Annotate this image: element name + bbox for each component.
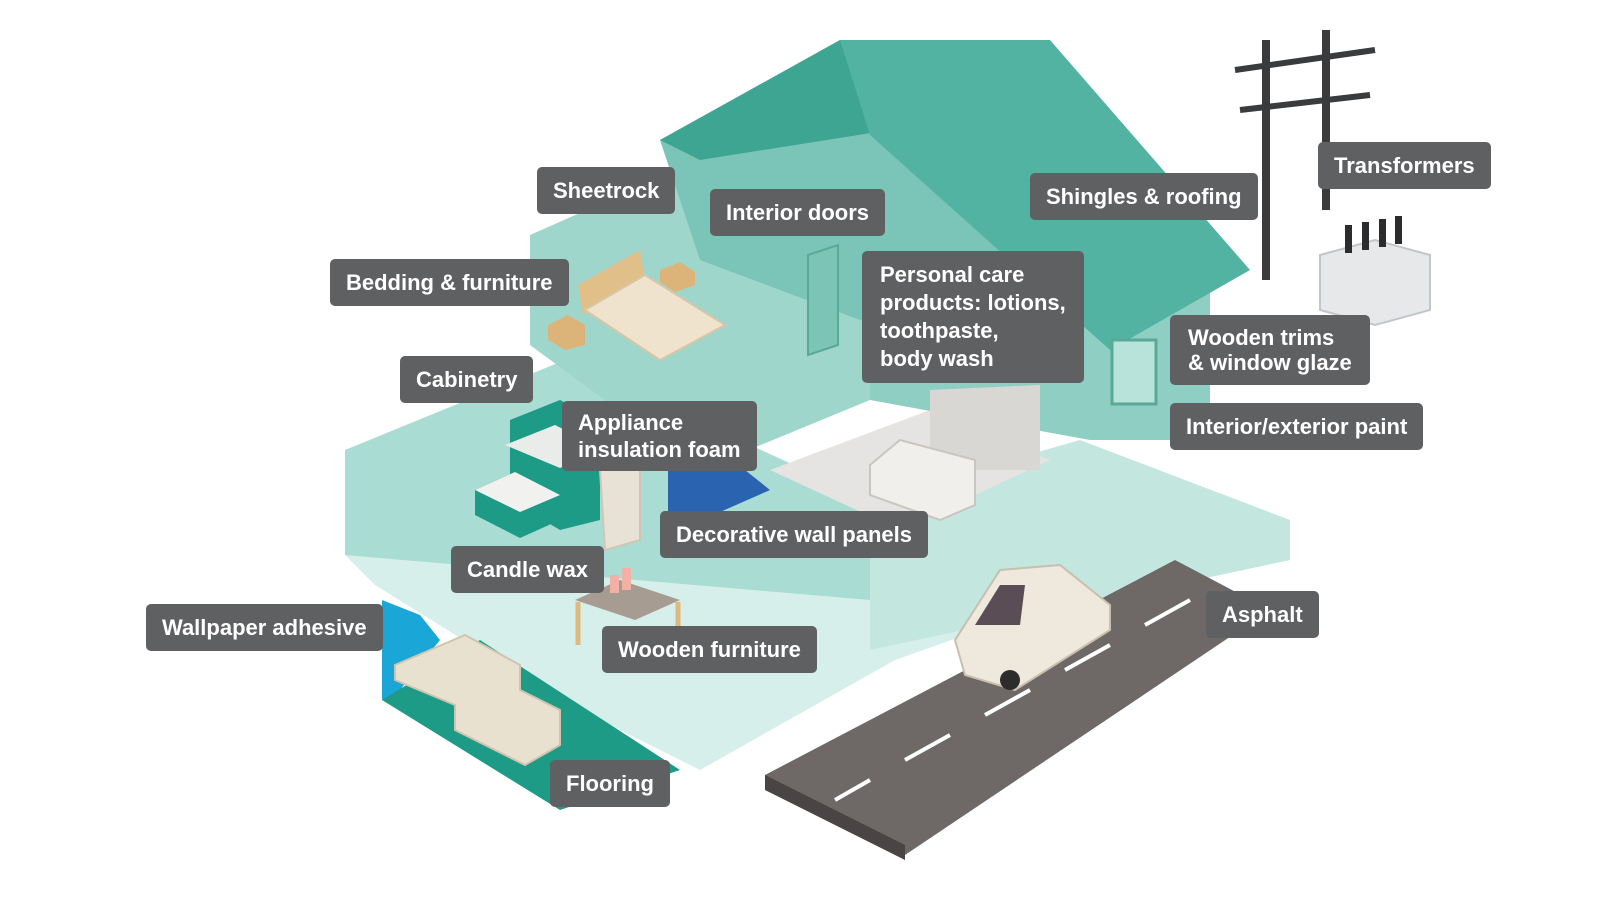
label-personal-care-line-3: toothpaste, — [880, 318, 999, 343]
label-asphalt: Asphalt — [1206, 591, 1319, 638]
island-top — [475, 472, 560, 512]
label-bedding-furniture: Bedding & furniture — [330, 259, 569, 306]
pole-crossbar-1 — [1234, 47, 1376, 73]
label-wooden-trims-line-2: & window glaze — [1188, 350, 1352, 375]
road-dash-4 — [1064, 643, 1111, 672]
label-wooden-trims: Wooden trims & window glaze — [1170, 315, 1370, 385]
label-flooring: Flooring — [550, 760, 670, 807]
interior-door-shape — [807, 243, 839, 357]
bathroom-wall — [930, 385, 1040, 470]
label-personal-care: Personal care products: lotions, toothpa… — [862, 251, 1084, 383]
label-sheetrock: Sheetrock — [537, 167, 676, 214]
car-windshield — [975, 585, 1025, 625]
label-appliance-foam-line-1: Appliance — [578, 410, 684, 435]
label-interior-doors: Interior doors — [710, 189, 886, 236]
transformer-bushing-4 — [1395, 216, 1402, 244]
label-appliance-foam: Appliance insulation foam — [562, 401, 757, 471]
label-personal-care-line-1: Personal care — [880, 262, 1025, 287]
candle-1 — [610, 575, 619, 593]
bed-mattress — [583, 273, 727, 362]
roof-left-plane — [660, 40, 890, 160]
transformer-bushing-2 — [1362, 222, 1369, 250]
nightstand-right — [660, 262, 695, 292]
utility-pole-2 — [1322, 30, 1330, 210]
candle-2 — [622, 568, 631, 590]
label-transformers: Transformers — [1318, 142, 1491, 189]
road — [765, 560, 1270, 855]
label-decorative-wall-panels: Decorative wall panels — [660, 511, 928, 558]
label-personal-care-line-2: products: lotions, — [880, 290, 1066, 315]
window-shape — [1110, 338, 1158, 406]
label-shingles-roofing: Shingles & roofing — [1030, 173, 1258, 220]
road-dash-2 — [904, 733, 951, 762]
label-personal-care-line-4: body wash — [880, 346, 994, 371]
road-edge — [765, 775, 905, 860]
label-wooden-furniture: Wooden furniture — [602, 626, 817, 673]
label-wooden-trims-line-1: Wooden trims — [1188, 325, 1335, 350]
transformer-box — [1319, 238, 1431, 327]
road-dash-5 — [1144, 598, 1191, 627]
transformer-bushing-3 — [1379, 219, 1386, 247]
utility-pole — [1262, 40, 1270, 280]
sofa — [394, 633, 561, 767]
road-dash-1 — [834, 778, 871, 802]
bathtub — [869, 438, 976, 522]
pole-crossbar-2 — [1239, 92, 1371, 113]
transformer-bushing-1 — [1345, 225, 1352, 253]
label-cabinetry: Cabinetry — [400, 356, 534, 403]
car-wheel — [1000, 670, 1020, 690]
bed-headboard — [578, 250, 645, 315]
road-dash-3 — [984, 688, 1031, 717]
nightstand-left — [548, 315, 585, 350]
label-interior-exterior-paint: Interior/exterior paint — [1170, 403, 1424, 450]
label-candle-wax: Candle wax — [451, 546, 605, 593]
label-wallpaper-adhesive: Wallpaper adhesive — [146, 604, 383, 651]
label-appliance-foam-line-2: insulation foam — [578, 437, 741, 462]
